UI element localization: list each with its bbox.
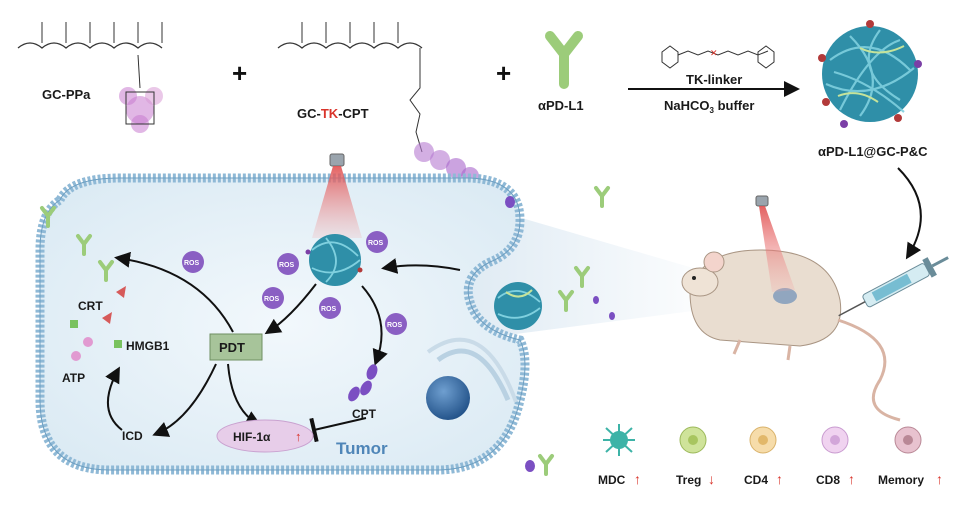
entering-nanoparticle-icon [494,282,542,330]
cpt-molecules-icon [348,364,378,402]
antibody-label: αPD-L1 [538,98,584,113]
crt-label: CRT [78,299,103,313]
svg-text:CD4: CD4 [744,473,768,487]
free-antibodies [40,186,610,476]
pdt-to-icd-arrow [152,363,217,437]
svg-text:MDC: MDC [598,473,626,487]
product-nanoparticle-icon [818,20,922,128]
nanoparticle-in-cell-icon [305,234,363,286]
nucleus [426,337,518,420]
pdt-to-dangers-arrow [114,251,234,333]
svg-text:GC-TK-CPT: GC-TK-CPT [297,106,369,121]
hif-badge: HIF-1α ↑ [216,419,314,453]
plus-sign-2: + [496,58,511,88]
gc-ppa-label: GC-PPa [42,87,91,102]
ros-badge: ROS [319,297,341,319]
svg-text:HIF-1α: HIF-1α [233,430,271,444]
tk-linker-label: TK-linker [686,72,742,87]
tk-linker-structure-icon: ✕ [661,45,775,69]
gc-tk-cpt-polymer-icon [277,22,479,185]
ros-badges: ROS ROS ROS ROS ROS ROS [182,231,407,335]
svg-text:↓: ↓ [708,471,715,487]
svg-text:Memory: Memory [878,473,924,487]
svg-text:ROS: ROS [387,322,403,329]
ros-badge: ROS [182,251,204,273]
icd-to-atp-arrow [105,366,123,431]
ros-badge: ROS [385,313,407,335]
immune-cell-cd4: CD4 ↑ [744,426,783,487]
gc-tk-cpt-label: GC-TK-CPT [297,106,369,121]
icd-label: ICD [122,429,143,443]
svg-text:ROS: ROS [321,306,337,313]
atp-label: ATP [62,371,85,385]
tumor-label: Tumor [336,439,388,458]
svg-text:PDT: PDT [219,340,245,355]
svg-text:↑: ↑ [936,471,943,487]
svg-text:CD8: CD8 [816,473,840,487]
plus-sign: + [232,58,247,88]
immune-legend: MDC ↑ Treg ↓ CD4 ↑ CD8 ↑ Memory ↑ [598,424,943,487]
svg-text:↑: ↑ [295,429,302,444]
immune-cell-memory: Memory ↑ [878,426,943,487]
hmgb1-label: HMGB1 [126,339,170,353]
antibody-y-icon [545,31,583,89]
svg-text:↑: ↑ [776,471,783,487]
syringe-icon [838,256,949,317]
ros-badge: ROS [277,253,299,275]
immune-cell-mdc: MDC ↑ [598,424,641,487]
svg-text:ROS: ROS [368,240,384,247]
svg-text:Treg: Treg [676,473,701,487]
svg-text:ROS: ROS [184,260,200,267]
np-to-cpt-arrow [361,285,388,366]
immune-cell-cd8: CD8 ↑ [816,426,855,487]
svg-text:↑: ↑ [848,471,855,487]
mouse-icon [681,249,901,422]
svg-text:✕: ✕ [710,48,718,58]
ros-badge: ROS [262,287,284,309]
free-payload-dots [505,196,615,472]
mouse-laser-icon [755,195,795,292]
ros-badge: ROS [366,231,388,253]
cpt-label: CPT [352,407,377,421]
svg-text:ROS: ROS [279,262,295,269]
uptake-arrow [381,258,461,274]
gc-ppa-polymer-icon [17,22,163,133]
product-label: αPD-L1@GC-P&C [818,144,928,159]
np-to-pdt-arrow [264,283,317,335]
immune-cell-treg: Treg ↓ [676,426,715,487]
svg-text:↑: ↑ [634,471,641,487]
laser-beam-icon [312,153,362,238]
injection-arrow [897,167,922,260]
cpt-inhibits-hif [309,417,367,443]
pdt-box: PDT [209,333,263,361]
svg-text:ROS: ROS [264,296,280,303]
danger-signal-icons [70,286,126,361]
tumor-cell [35,173,530,475]
buffer-label: NaHCO3 buffer [664,98,754,115]
